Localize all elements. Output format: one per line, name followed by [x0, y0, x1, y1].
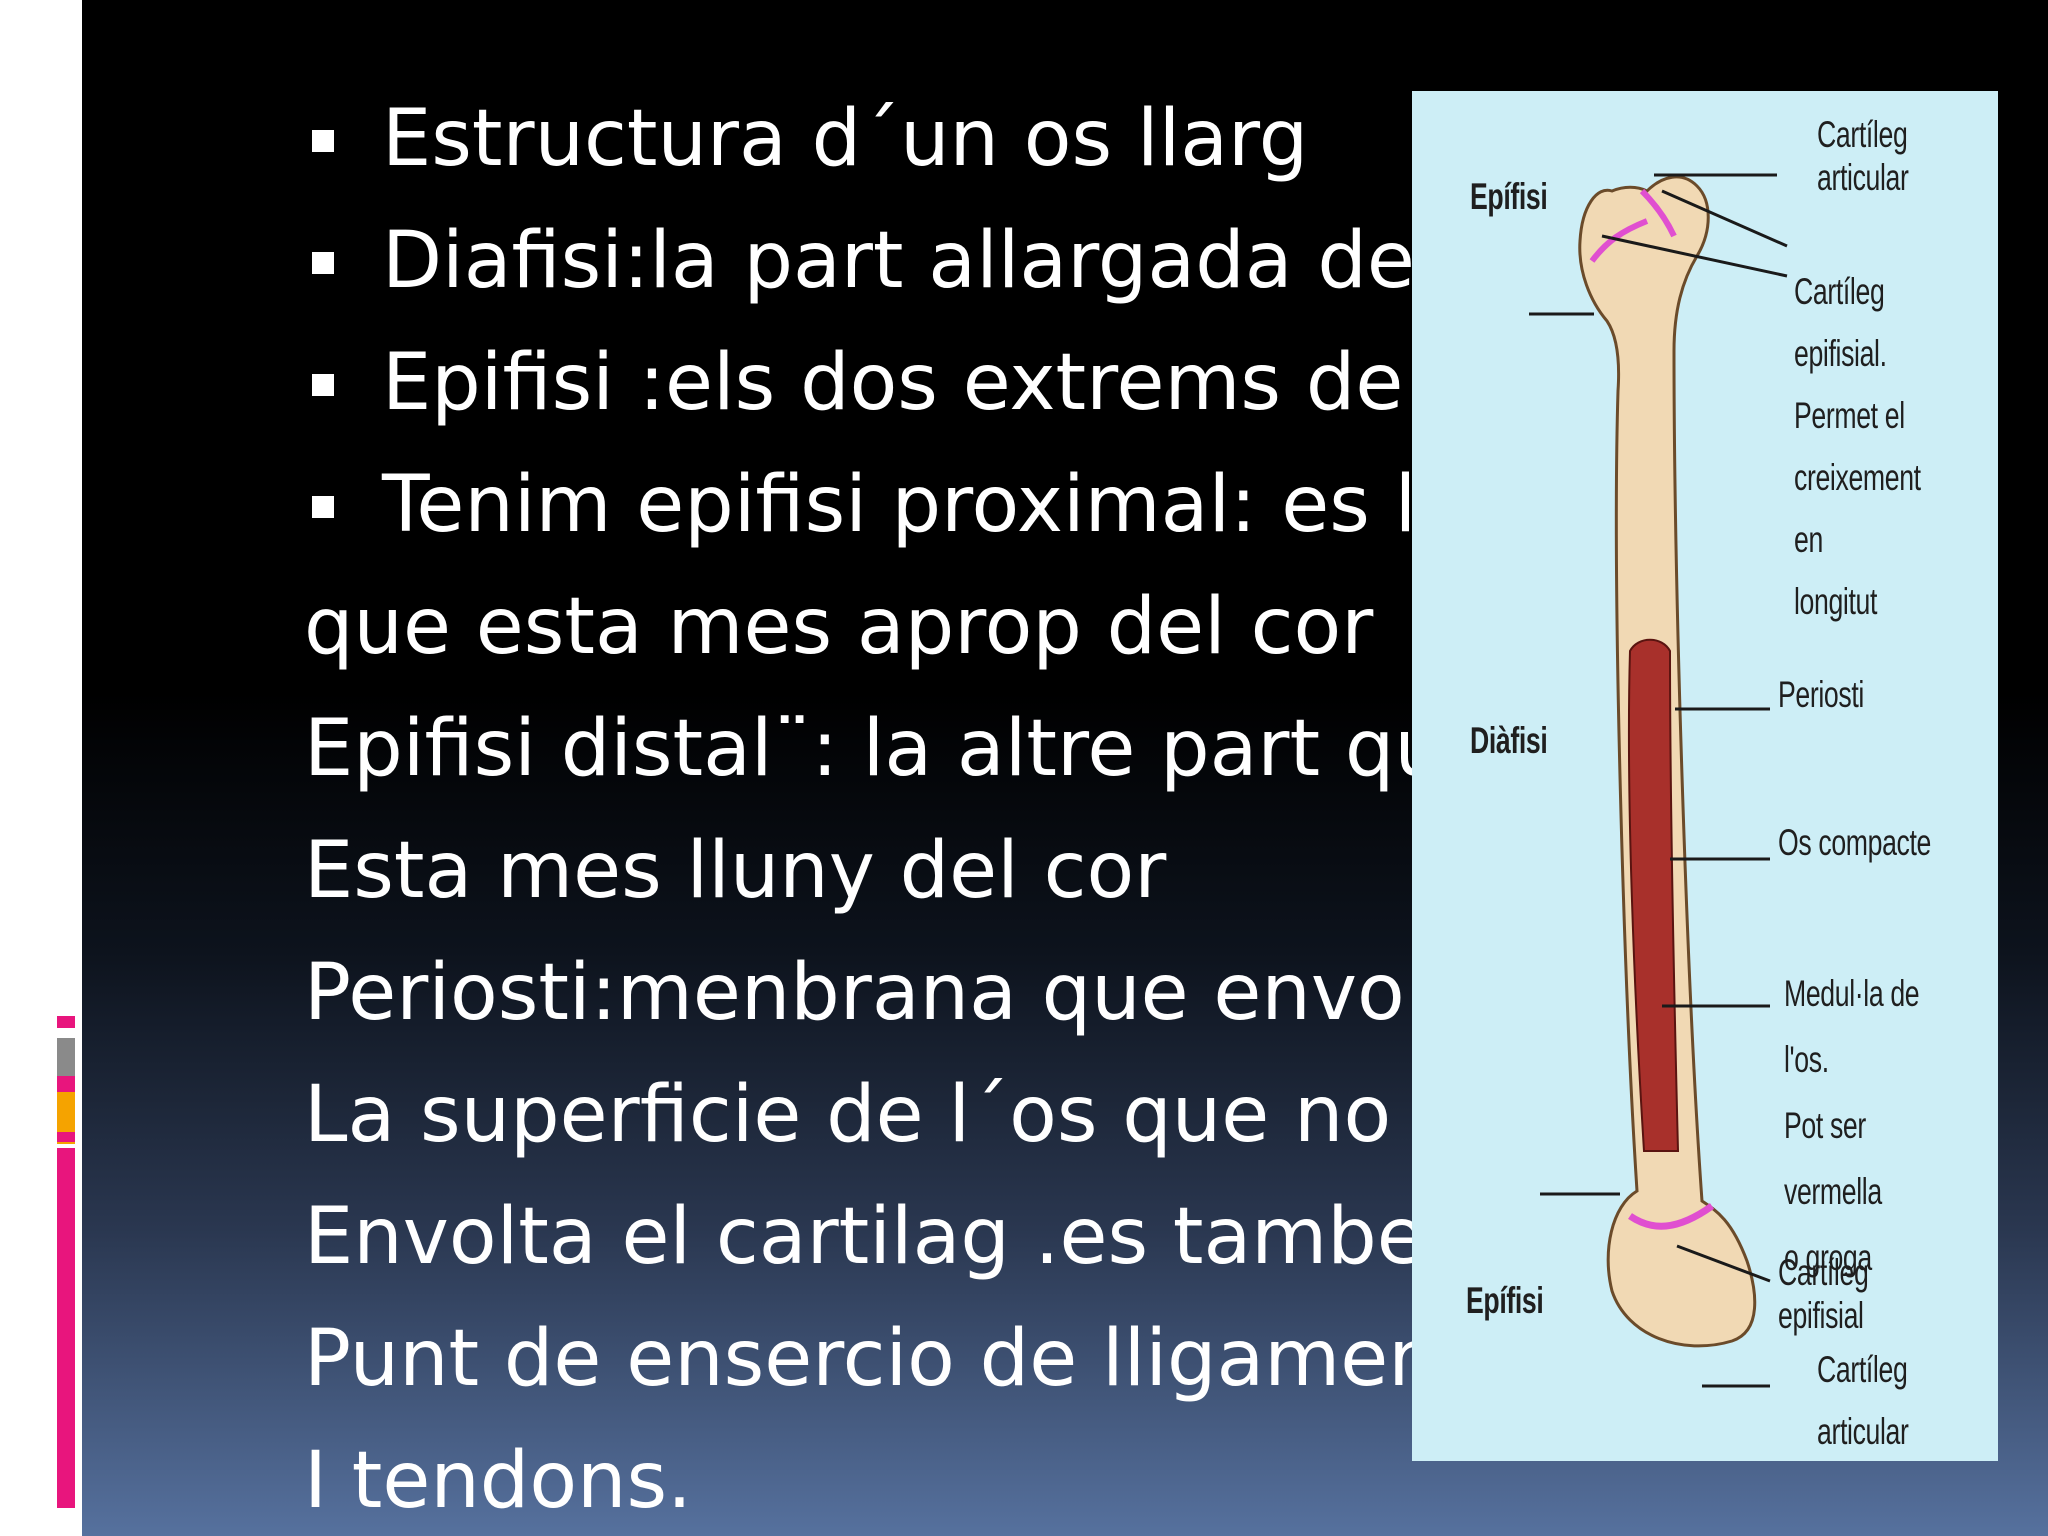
bullet-icon [312, 252, 334, 274]
bullet-icon [312, 374, 334, 396]
label-os-compacte: Os compacte [1778, 822, 1931, 863]
marrow-cavity [1627, 638, 1680, 1152]
body-line: que esta mes aprop del cor [304, 582, 1374, 672]
label-cartileg-epifisial-bottom: Cartíleg epifisial [1778, 1252, 1869, 1336]
label-cartileg-articular-top: Cartíleg articular [1817, 114, 1909, 198]
decorative-lines [130, 150, 160, 240]
bullet-item: Tenim epifisi proximal: es la [304, 444, 1464, 566]
body-line: Periosti:menbrana que envolta [304, 948, 1505, 1038]
label-cartileg-articular-bottom: Cartíleg articular [1817, 1349, 1909, 1452]
label-diafisi: Diàfisi [1470, 720, 1548, 761]
label-epifisi-top: Epífisi [1470, 176, 1548, 217]
bullet-item: Epifisi :els dos extrems de l os [304, 322, 1563, 444]
body-line: Esta mes lluny del cor [304, 826, 1167, 916]
bullet-text: Tenim epifisi proximal: es la [382, 460, 1465, 550]
leader-lines [1529, 173, 1788, 1388]
bullet-icon [312, 130, 334, 152]
bullet-text: Epifisi :els dos extrems de l os [382, 338, 1563, 428]
bullet-icon [312, 496, 334, 518]
body-line: Envolta el cartilag .es tambe un [304, 1192, 1549, 1282]
bullet-item: Estructura d´un os llarg [304, 78, 1308, 200]
label-medulla: Medul·la de l'os. Pot ser vermella o gro… [1784, 973, 1920, 1278]
bullet-text: Estructura d´un os llarg [382, 94, 1309, 184]
body-line: I tendons. [304, 1436, 692, 1526]
epiphyseal-line-top [1589, 188, 1677, 263]
femur-illustration [1529, 173, 1788, 1388]
label-periosti: Periosti [1778, 674, 1864, 715]
label-cartileg-epifisial-top: Cartíleg epifisial. Permet el creixement… [1794, 271, 1921, 622]
body-line: La superficie de l´os que no [304, 1070, 1392, 1160]
bullet-item: Diafisi:la part allargada de lós [304, 200, 1550, 322]
label-epifisi-bottom: Epífisi [1466, 1280, 1544, 1321]
body-line: Punt de ensercio de lligamenti [304, 1314, 1490, 1404]
bone-diagram: Epífisi Diàfisi Epífisi Cartíleg articul… [1412, 91, 1998, 1461]
bullet-text: Diafisi:la part allargada de lós [382, 216, 1550, 306]
slide: Estructura d´un os llarg Diafisi:la part… [82, 0, 2048, 1536]
epiphyseal-line-bottom [1628, 1203, 1715, 1230]
body-line: Epifisi distal¨: la altre part que [304, 704, 1492, 794]
